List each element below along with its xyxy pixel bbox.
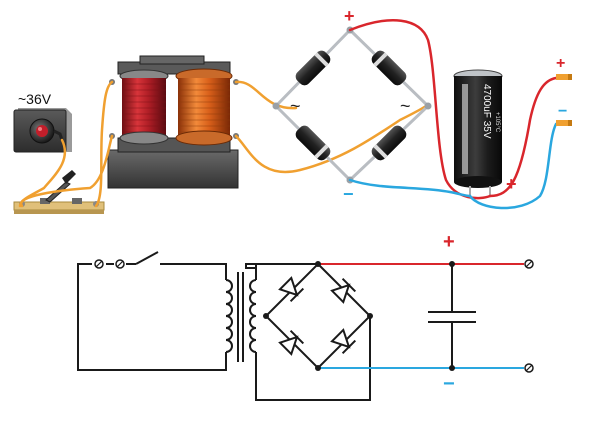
positive-wires (350, 20, 556, 198)
bridge-ac-left-label: ~ (290, 96, 301, 116)
diode-3 (293, 123, 333, 163)
diode-1 (293, 48, 333, 88)
transformer (108, 56, 239, 188)
voltage-label: ~36V (18, 91, 52, 107)
negative-wires (350, 124, 556, 208)
output-positive-label: + (556, 55, 565, 72)
schematic-positive-label: + (443, 231, 455, 253)
schematic (78, 252, 476, 400)
schematic-terminals (95, 260, 533, 372)
schematic-rails (318, 264, 524, 368)
bridge-negative-label: − (343, 184, 354, 204)
capacitor-temp-marking: +105°C (494, 112, 500, 133)
primary-coil (120, 70, 168, 144)
capacitor-marking: 4700uF 35V (481, 84, 492, 139)
negative-terminal (556, 120, 572, 126)
bridge-positive-label: + (344, 6, 355, 26)
secondary-coil (176, 69, 232, 145)
positive-terminal (556, 74, 572, 80)
diode-4 (369, 123, 409, 163)
output-negative-label: − (558, 103, 567, 120)
bridge-ac-right-label: ~ (400, 96, 411, 116)
diode-2 (369, 48, 409, 88)
capacitor: 4700uF 35V +105°C (454, 70, 502, 196)
schematic-diodes (279, 277, 355, 354)
schematic-negative-label: − (443, 373, 455, 395)
